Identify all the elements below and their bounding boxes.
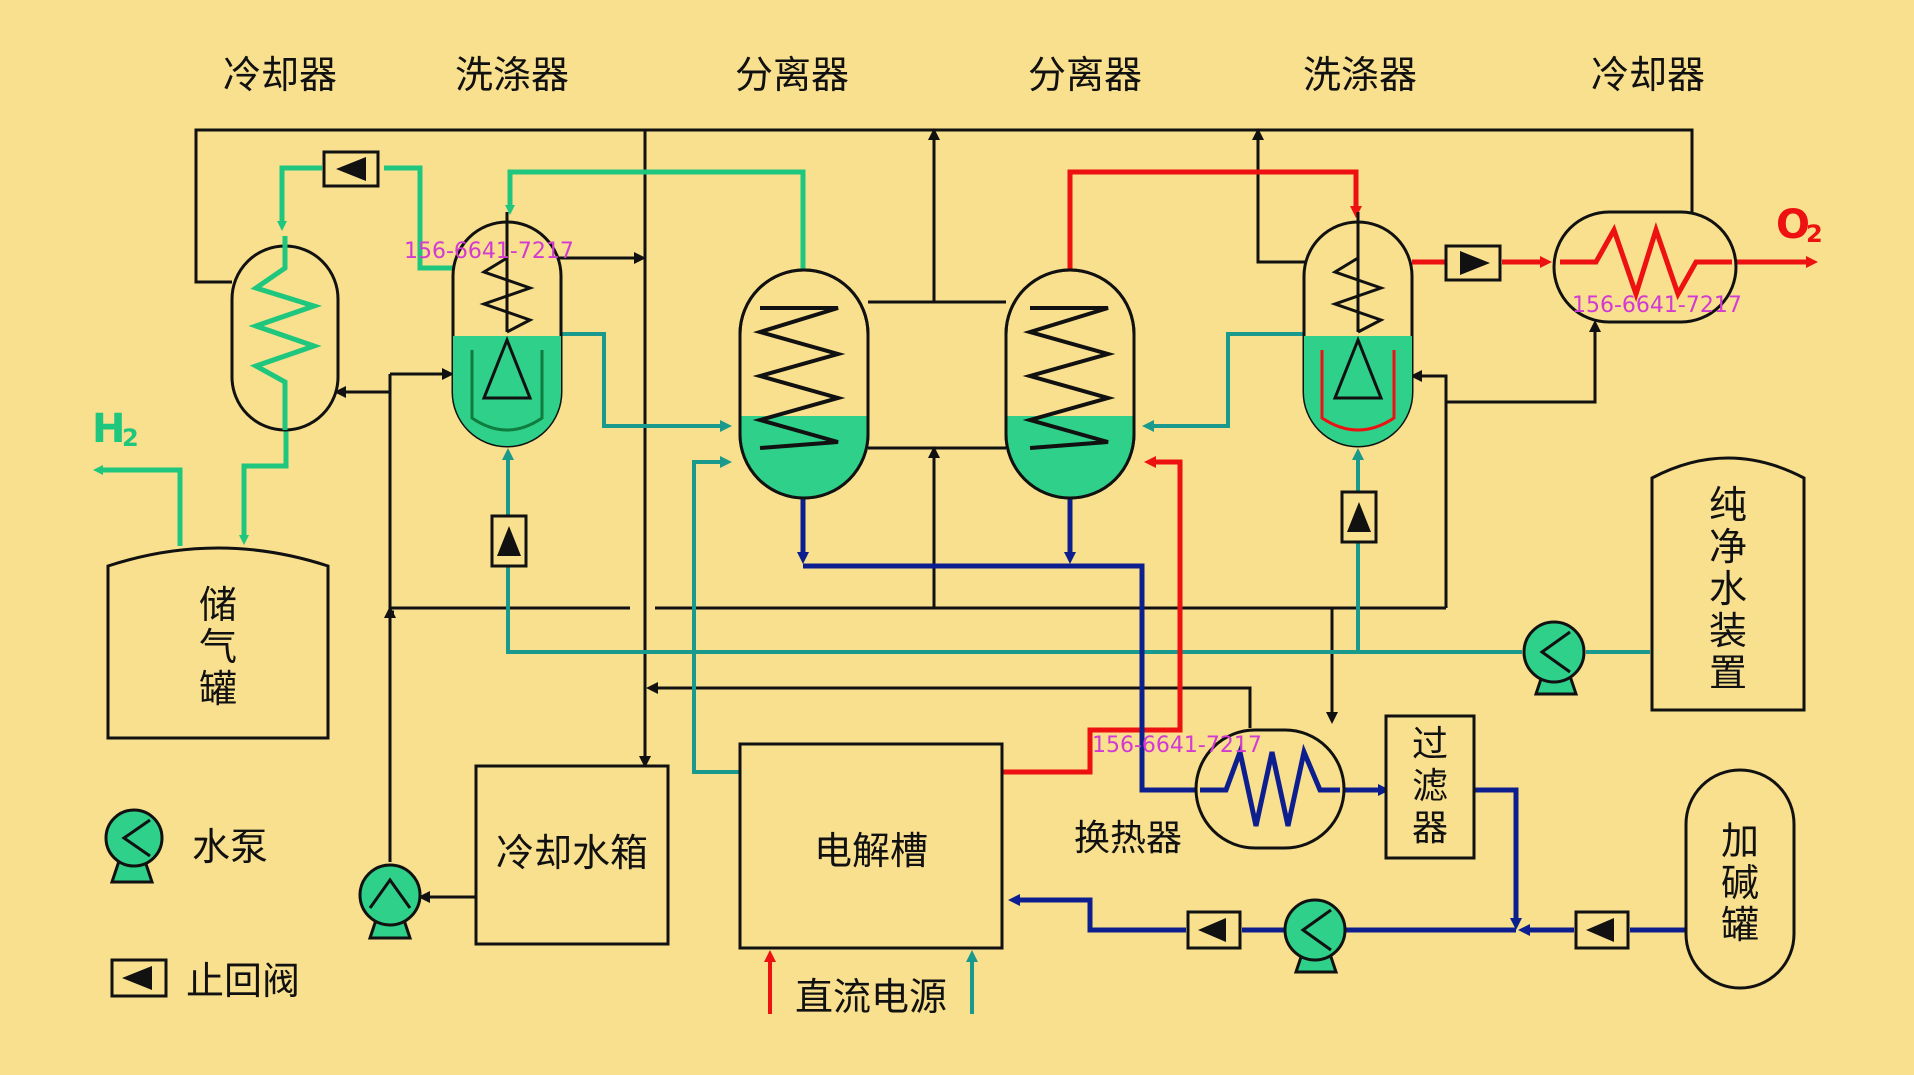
filter-char-2: 滤	[1412, 766, 1448, 807]
check-valve-h2	[322, 150, 380, 188]
return-header-riser	[1442, 374, 1448, 608]
separator-right-coil	[1022, 306, 1116, 450]
cooling-water-tank-label: 冷却水箱	[496, 831, 648, 875]
check-valve-alkali	[1574, 910, 1630, 950]
filter-to-junction	[1474, 787, 1522, 930]
heat-exchanger-coil	[1200, 743, 1340, 827]
watermarks: 156-6641-7217 156-6641-7217 156-6641-721…	[404, 239, 1742, 758]
check-valve-scrubber-l	[490, 514, 528, 568]
watermark-2: 156-6641-7217	[1572, 293, 1742, 318]
cooler-left-coil	[248, 236, 323, 430]
h2-text: H	[92, 406, 125, 452]
hx-return-line	[646, 682, 1252, 728]
filter-char-3: 器	[1412, 808, 1448, 849]
o2-subscript: 2	[1806, 220, 1823, 248]
legend-check-valve-icon	[110, 958, 168, 998]
label-cooler-left: 冷却器	[223, 53, 337, 97]
label-separator-left: 分离器	[735, 53, 849, 97]
return-to-cooler-r	[1446, 320, 1601, 404]
scrubber-r-vent	[1252, 128, 1305, 264]
heat-exchanger: 换热器	[1074, 728, 1346, 859]
separator-left	[738, 268, 870, 500]
scrubber-left	[451, 212, 563, 448]
lye-lines	[797, 498, 1688, 936]
h2-storage-outlet	[93, 465, 183, 546]
filter-char-1: 过	[1412, 724, 1448, 765]
scrubber-l-to-separator	[562, 332, 732, 432]
pure-water-char-4: 装	[1709, 609, 1747, 653]
cooler-right	[1552, 210, 1738, 324]
dc-power: 直流电源	[764, 950, 978, 1019]
electrolyzer-label: 电解槽	[814, 829, 928, 873]
label-cooler-right: 冷却器	[1591, 53, 1705, 97]
storage-tank: 储 气 罐	[106, 546, 330, 740]
electrolyzer-h2-outlet	[692, 456, 740, 774]
valve-to-electrolyzer	[1008, 894, 1186, 933]
pure-water-char-1: 纯	[1709, 483, 1747, 527]
h2-scrubber-to-valve	[384, 165, 454, 271]
alkali-char-2: 碱	[1721, 861, 1759, 905]
check-valve-scrubber-r	[1340, 490, 1378, 544]
cooler-left	[230, 236, 340, 432]
o2-label: O 2	[1776, 202, 1823, 248]
cooling-water-tank: 冷却水箱	[474, 764, 670, 946]
watermark-1: 156-6641-7217	[404, 239, 574, 264]
h2-valve-to-cooler	[277, 165, 322, 231]
cooling-water-lines	[194, 128, 1694, 903]
h2-label: H 2	[92, 406, 139, 452]
filter: 过 滤 器	[1384, 714, 1476, 860]
storage-tank-char-1: 储	[199, 583, 237, 627]
cooler-right-coil	[1560, 221, 1732, 303]
alkali-char-1: 加	[1721, 819, 1759, 863]
pure-water-char-2: 净	[1709, 525, 1747, 569]
dc-power-label: 直流电源	[795, 975, 947, 1019]
check-valve-o2	[1444, 244, 1502, 282]
h2-cooler-to-storage	[239, 428, 289, 545]
storage-tank-char-3: 罐	[199, 667, 237, 711]
check-valve-lye-return	[1186, 910, 1242, 950]
separator-right	[1004, 268, 1136, 500]
heat-exchanger-label: 换热器	[1074, 818, 1182, 859]
alkali-tank: 加 碱 罐	[1684, 768, 1796, 990]
oxygen-lines	[1003, 169, 1818, 775]
label-scrubber-left: 洗涤器	[455, 53, 569, 97]
pure-water-unit: 纯 净 水 装 置	[1650, 456, 1806, 712]
separator-left-coil	[752, 306, 846, 450]
electrolyzer-o2-outlet	[1003, 456, 1183, 775]
o2-sep-to-scrubber	[1067, 169, 1362, 270]
pump-cooling-water	[358, 863, 422, 940]
pure-water-header	[502, 448, 1522, 654]
label-separator-right: 分离器	[1028, 53, 1142, 97]
o2-text: O	[1776, 202, 1810, 248]
hydrogen-lines	[93, 165, 806, 774]
pure-water-char-5: 置	[1709, 651, 1747, 695]
check-valves	[322, 150, 1630, 950]
alkali-char-3: 罐	[1721, 903, 1759, 947]
legend-check-valve-label: 止回阀	[186, 959, 300, 1003]
top-labels: 冷却器 洗涤器 分离器 分离器 洗涤器 冷却器	[223, 53, 1705, 97]
h2-subscript: 2	[122, 424, 139, 452]
legend-pump-icon	[104, 808, 164, 884]
h2-sep-to-scrubber	[505, 169, 806, 270]
storage-tank-char-2: 气	[199, 625, 237, 669]
watermark-3: 156-6641-7217	[1092, 733, 1262, 758]
legend: 水泵 止回阀	[104, 808, 300, 1003]
pump-lye	[1283, 898, 1347, 974]
legend-pump-label: 水泵	[192, 825, 268, 869]
scrubber-right	[1302, 212, 1414, 448]
top-loop-line	[194, 128, 1694, 284]
pure-water-char-3: 水	[1709, 567, 1747, 611]
electrolyzer: 电解槽	[738, 742, 1004, 950]
pump-pure-water	[1522, 620, 1586, 696]
pumps	[358, 620, 1586, 974]
lye-collector	[803, 563, 1200, 793]
scrubber-r-to-separator	[1142, 332, 1304, 432]
label-scrubber-right: 洗涤器	[1303, 53, 1417, 97]
